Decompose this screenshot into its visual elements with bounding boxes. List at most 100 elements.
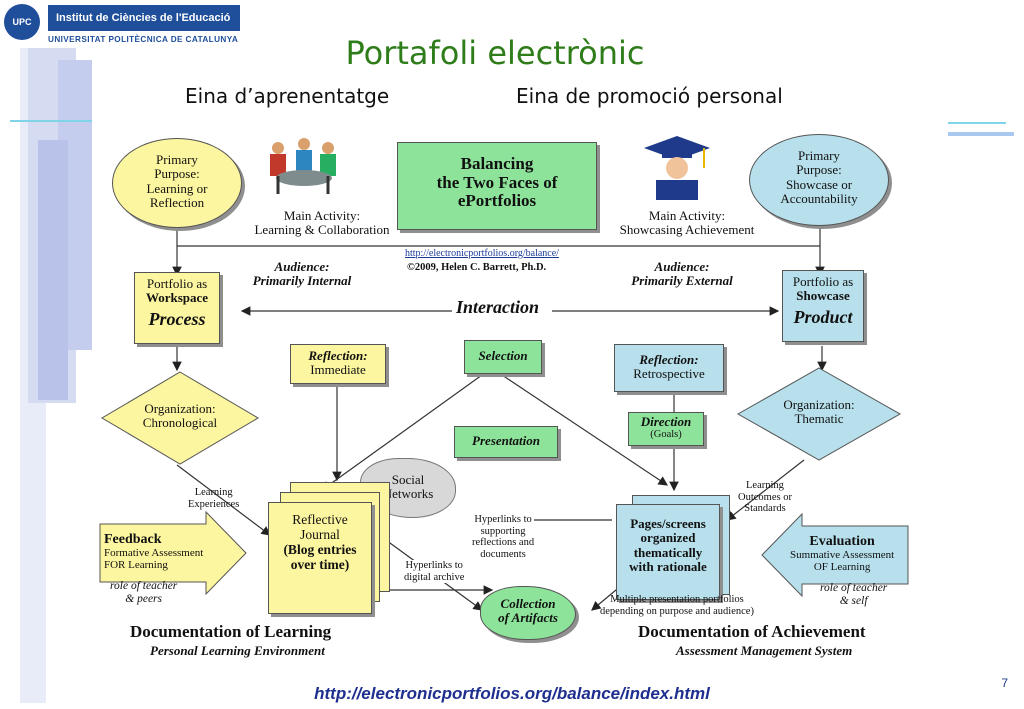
- feedback-line: FOR Learning: [104, 559, 168, 572]
- reflection-retro-line: Retrospective: [633, 366, 705, 382]
- showcase-line: Portfolio as: [792, 274, 854, 289]
- primary-left-line: Purpose:: [154, 166, 200, 182]
- center-title-line: the Two Faces of: [436, 172, 558, 192]
- main-left-line: Learning & Collaboration: [254, 222, 390, 238]
- primary-left-line: Primary: [156, 152, 198, 167]
- presentation-box: Presentation: [454, 426, 558, 458]
- upc-logo: UPC: [4, 4, 40, 40]
- audience-right-line: Audience:: [654, 259, 710, 274]
- feedback-line: Feedback: [104, 532, 162, 547]
- social-line: Social: [391, 472, 425, 487]
- journal-line: Journal: [300, 526, 340, 542]
- org-left-line: Chronological: [142, 415, 218, 431]
- org-chronological-label: Organization: Chronological: [130, 401, 230, 431]
- audience-left-line: Primarily Internal: [252, 273, 352, 289]
- collection-line: Collection: [500, 596, 556, 611]
- role-right-line: role of teacher: [820, 582, 888, 594]
- pages-screens-box: Pages/screens organized thematically wit…: [616, 504, 720, 600]
- primary-left-line: Learning or: [146, 180, 208, 196]
- main-right-line: Showcasing Achievement: [619, 222, 755, 238]
- pages-line: thematically: [633, 544, 703, 560]
- feedback-line: Formative Assessment: [104, 547, 204, 560]
- org-left-line: Organization:: [144, 401, 216, 416]
- evaluation-label: Evaluation Summative Assessment OF Learn…: [790, 534, 894, 574]
- primary-purpose-showcase: Primary Purpose: Showcase or Accountabil…: [749, 134, 889, 226]
- reflection-immediate-line: Immediate: [310, 362, 366, 378]
- direction-box: Direction (Goals): [628, 412, 704, 446]
- university-name: UNIVERSITAT POLITÈCNICA DE CATALUNYA: [48, 35, 239, 44]
- diagram-connectors: [172, 228, 827, 611]
- page-number: 7: [1001, 676, 1008, 690]
- reflection-retro-line: Reflection:: [639, 352, 699, 367]
- subtitle-right: Eina de promoció personal: [516, 84, 783, 108]
- documentation-learning: Documentation of Learning: [130, 622, 332, 641]
- learning-exp-line: Learning: [194, 487, 233, 498]
- direction-line: Direction: [640, 414, 692, 429]
- institute-name: Institut de Ciències de l'Educació: [48, 5, 240, 31]
- org-right-line: Thematic: [794, 411, 844, 427]
- reflective-journal-box: Reflective Journal (Blog entries over ti…: [268, 502, 372, 614]
- audience-right: Audience: Primarily External: [622, 259, 742, 289]
- subtitle-left: Eina d’aprenentatge: [185, 84, 390, 108]
- evaluation-arrow-shape: [761, 512, 909, 598]
- main-right-line: Main Activity:: [648, 208, 726, 223]
- workspace-line: Portfolio as: [146, 276, 208, 291]
- hyperlinks-support-line: Hyperlinks to: [474, 514, 532, 525]
- primary-right-line: Primary: [798, 148, 840, 163]
- direction-line: (Goals): [650, 429, 682, 441]
- org-thematic-label: Organization: Thematic: [769, 397, 869, 427]
- primary-right-line: Showcase or: [785, 176, 853, 192]
- journal-line: (Blog entries: [283, 541, 357, 557]
- evaluation-line: OF Learning: [813, 561, 871, 574]
- pages-line: with rationale: [629, 558, 707, 574]
- hyperlinks-archive-line: digital archive: [404, 571, 465, 583]
- personal-learning-environment: Personal Learning Environment: [150, 643, 325, 658]
- interaction-label: Interaction: [454, 297, 542, 318]
- multiple-line: Multiple presentation portfolios: [610, 594, 744, 605]
- center-title-line: ePortfolios: [457, 191, 537, 211]
- workspace-line: Process: [148, 308, 206, 329]
- workspace-line: Workspace: [145, 290, 209, 306]
- org-thematic-diamond: [736, 367, 902, 461]
- evaluation-line: Summative Assessment: [790, 549, 895, 562]
- credit: ©2009, Helen C. Barrett, Ph.D.: [407, 262, 547, 273]
- journal-line: over time): [290, 556, 350, 572]
- collection-artifacts-cloud: Collection of Artifacts: [480, 586, 576, 640]
- learning-experiences-label: Learning Experiences: [188, 487, 239, 510]
- selection-box: Selection: [464, 340, 542, 374]
- slide-title: Portafoli electrònic: [345, 34, 645, 72]
- hyperlinks-archive-line: Hyperlinks to: [405, 560, 463, 571]
- footer-url[interactable]: http://electronicportfolios.org/balance/…: [314, 684, 710, 703]
- showcase-line: Showcase: [796, 288, 850, 304]
- org-right-line: Organization:: [783, 397, 855, 412]
- audience-left: Audience: Primarily Internal: [242, 259, 362, 289]
- collection-line: of Artifacts: [498, 610, 558, 626]
- learning-exp-line: Experiences: [188, 498, 240, 510]
- learning-outcomes-line: Outcomes or: [738, 491, 792, 503]
- hyperlinks-archive-label: Hyperlinks to digital archive: [404, 560, 465, 584]
- reflection-immediate-line: Reflection:: [308, 348, 368, 363]
- social-line: Networks: [382, 486, 434, 502]
- pages-line: organized: [640, 530, 696, 546]
- hyperlinks-support-line: reflections and: [472, 537, 535, 549]
- eportfolio-diagram: Primary Purpose: Learning or Reflection …: [92, 120, 948, 665]
- primary-right-line: Accountability: [780, 190, 858, 206]
- role-left-line: role of teacher: [110, 580, 178, 592]
- template-stripe: [38, 140, 68, 400]
- hyperlinks-support-line: supporting: [480, 525, 526, 537]
- credit-url[interactable]: http://electronicportfolios.org/balance/: [405, 248, 559, 259]
- learning-outcomes-line: Standards: [744, 503, 786, 515]
- reflection-retrospective-box: Reflection: Retrospective: [614, 344, 724, 392]
- audience-right-line: Primarily External: [631, 273, 733, 289]
- pages-line: Pages/screens: [630, 516, 706, 531]
- template-rule: [948, 122, 1006, 124]
- hyperlinks-support-line: documents: [480, 548, 526, 560]
- role-right-line: & self: [839, 594, 868, 607]
- portfolio-showcase-box: Portfolio as Showcase Product: [782, 270, 864, 342]
- graduate-icon: [644, 136, 710, 200]
- reflection-immediate-box: Reflection: Immediate: [290, 344, 386, 384]
- role-teacher-peers: role of teacher & peers: [110, 580, 177, 605]
- primary-purpose-learning: Primary Purpose: Learning or Reflection: [112, 138, 242, 228]
- showcase-line: Product: [793, 306, 853, 327]
- documentation-achievement: Documentation of Achievement: [638, 622, 866, 641]
